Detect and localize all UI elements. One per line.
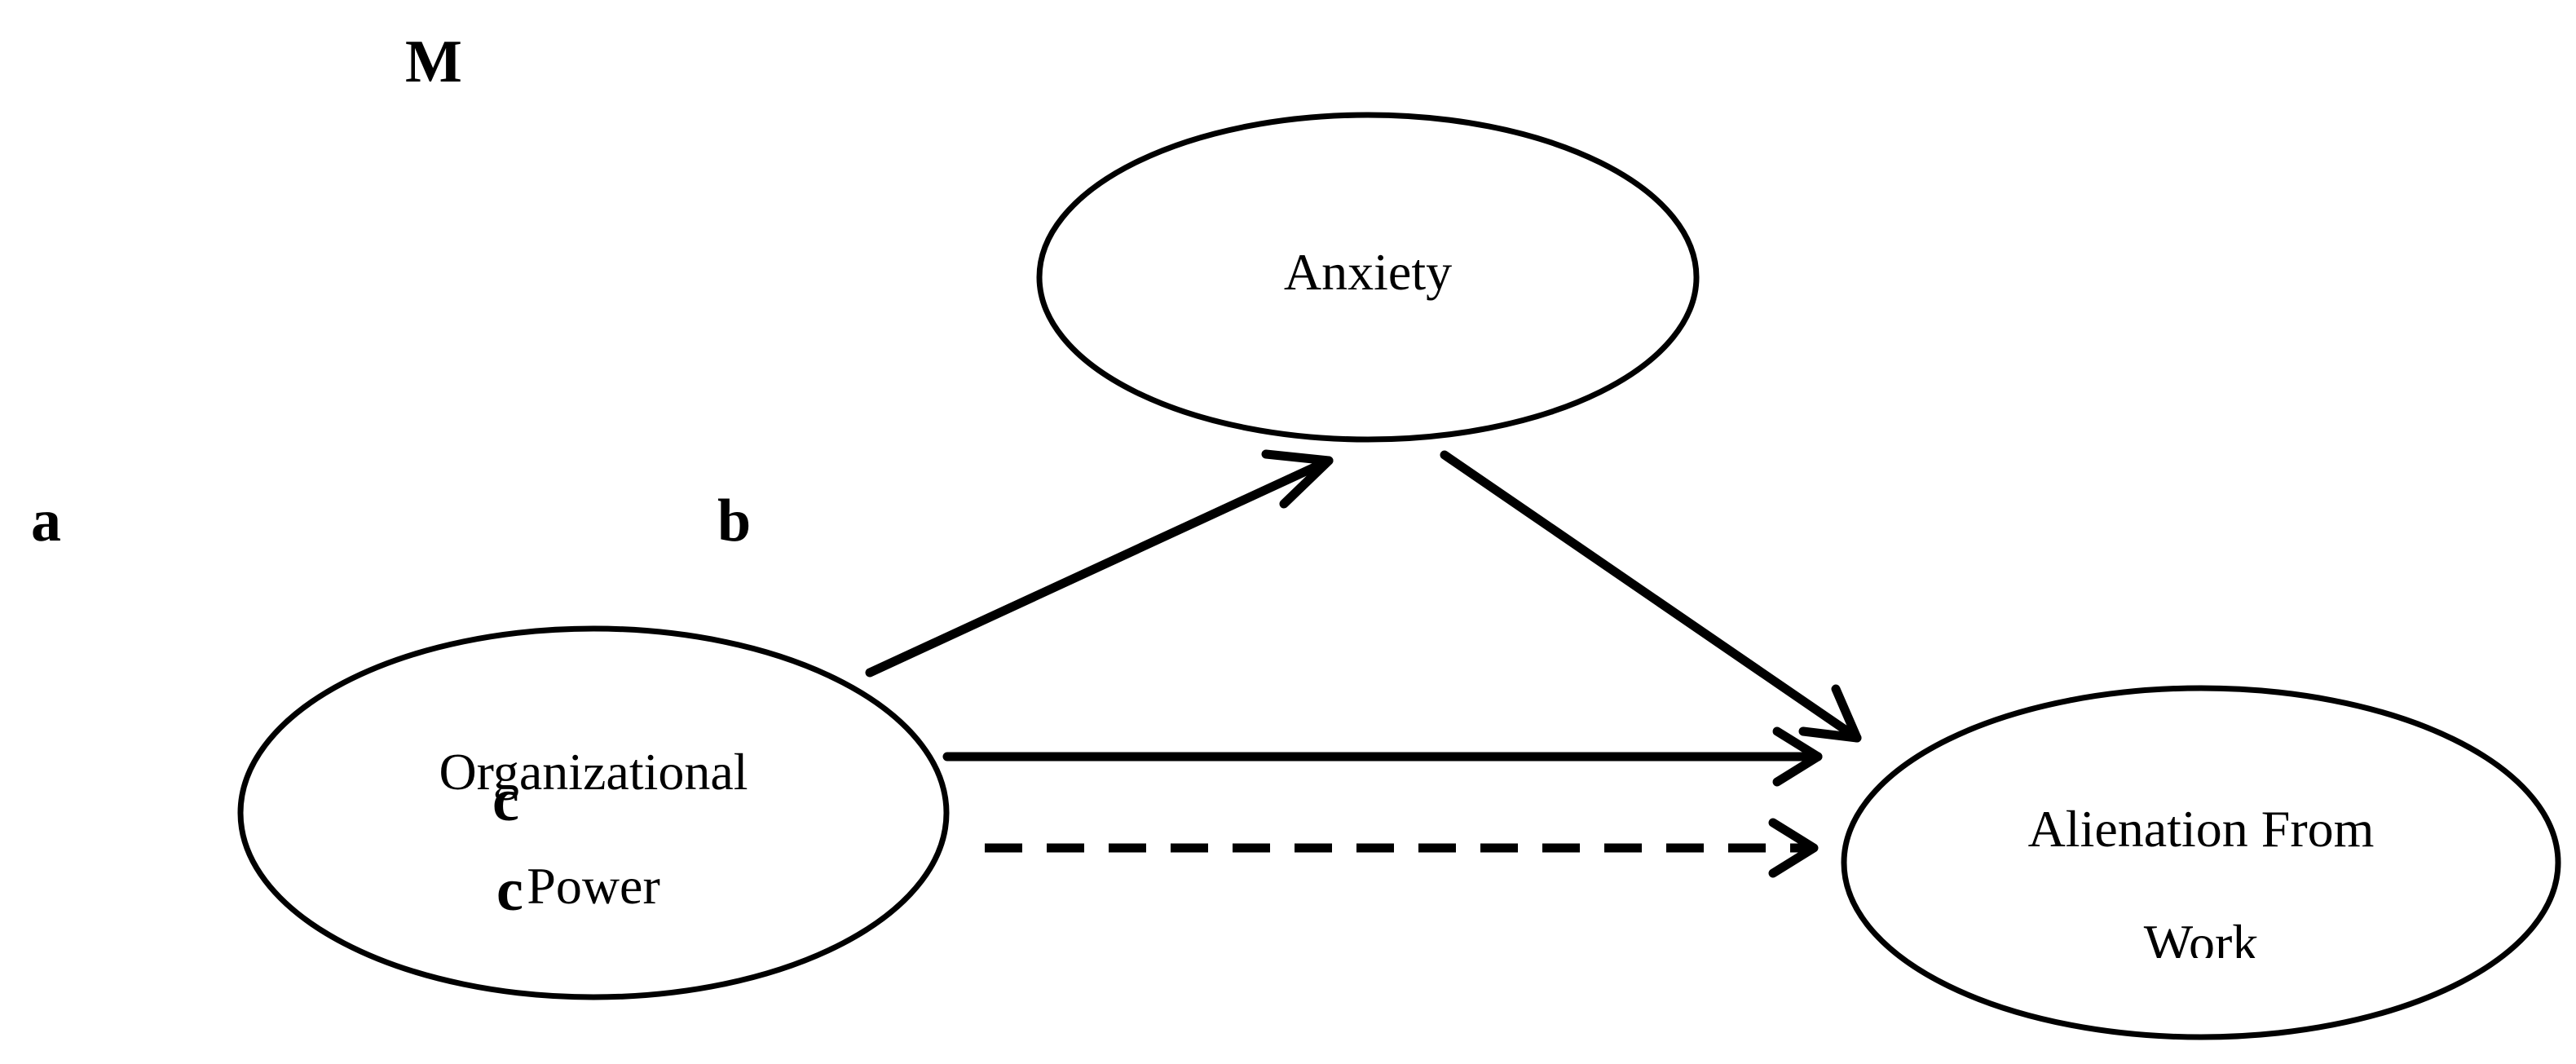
alienation-from-label: Alienation From (2028, 800, 2375, 858)
path-a-arrow (865, 449, 1334, 678)
organizational-label: Organizational (439, 743, 748, 801)
work-label: Work (2144, 914, 2259, 972)
path-c-prime-label: c (496, 857, 523, 924)
path-b-arrow (1440, 450, 1862, 743)
anxiety-label: Anxiety (1284, 243, 1452, 301)
path-c-prime-dashed-arrow (985, 818, 1819, 878)
path-c-direct-arrow (942, 726, 1823, 787)
path-b-label: b (717, 488, 751, 554)
alienation-from-work-node (1841, 685, 2561, 1040)
power-label: Power (527, 857, 660, 915)
organizational-power-node (237, 625, 950, 1000)
path-a-label: a (31, 488, 61, 554)
mediator-letter-label: M (405, 29, 462, 95)
path-c-direct-label: c (492, 767, 519, 834)
work-label-clip: Work (2144, 914, 2259, 972)
anxiety-node (1036, 112, 1700, 443)
